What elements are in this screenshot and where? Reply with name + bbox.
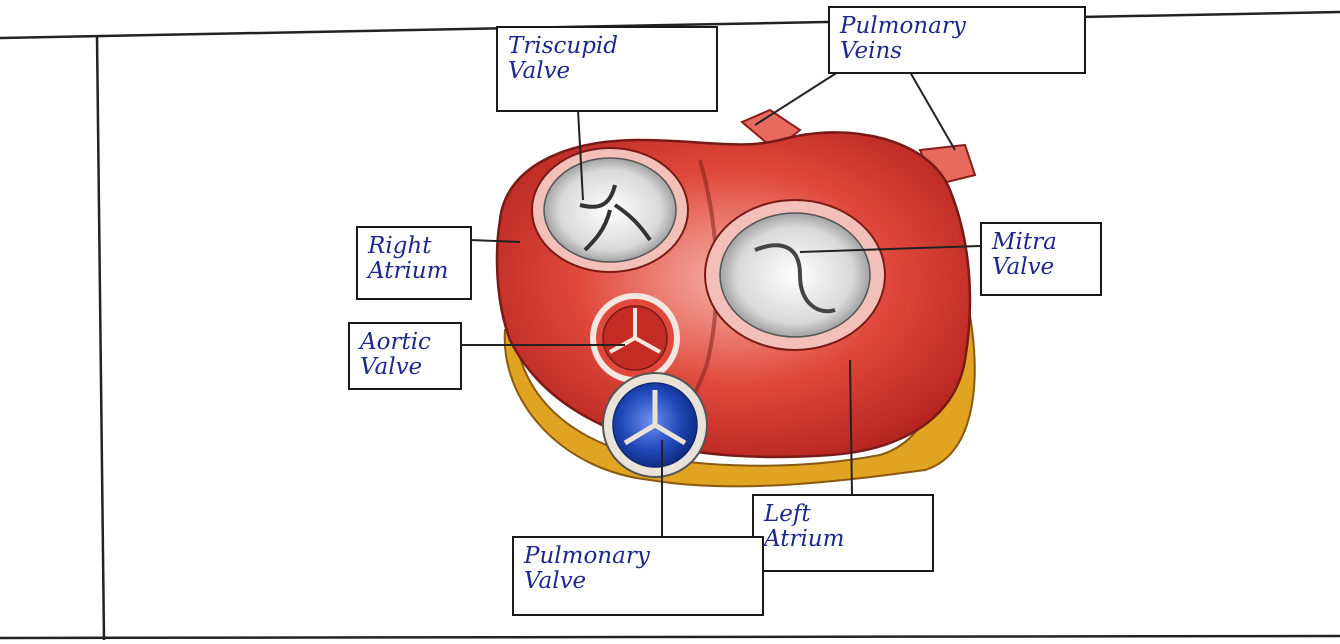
leader-pulmonary-veins-left xyxy=(755,72,838,125)
label-aortic-valve: Aortic Valve xyxy=(348,322,462,390)
label-pulmonary-veins: Pulmonary Veins xyxy=(828,6,1086,74)
heart-illustration xyxy=(497,110,975,486)
margin-line xyxy=(97,36,104,640)
mitral-valve-orifice xyxy=(720,213,870,337)
pulmonary-valve-drawing xyxy=(603,373,707,477)
bottom-border-line xyxy=(0,636,1340,638)
label-left-atrium: Left Atrium xyxy=(752,494,934,572)
leader-pulmonary-veins-right xyxy=(910,72,955,150)
label-pulmonary-valve: Pulmonary Valve xyxy=(512,536,764,616)
label-right-atrium: Right Atrium xyxy=(356,226,472,300)
aortic-valve-drawing xyxy=(593,296,677,380)
label-tricuspid-valve: Triscupid Valve xyxy=(496,26,718,112)
mitral-valve-drawing xyxy=(705,200,885,350)
tricuspid-valve-drawing xyxy=(532,148,688,272)
label-mitral-valve: Mitra Valve xyxy=(980,222,1102,296)
